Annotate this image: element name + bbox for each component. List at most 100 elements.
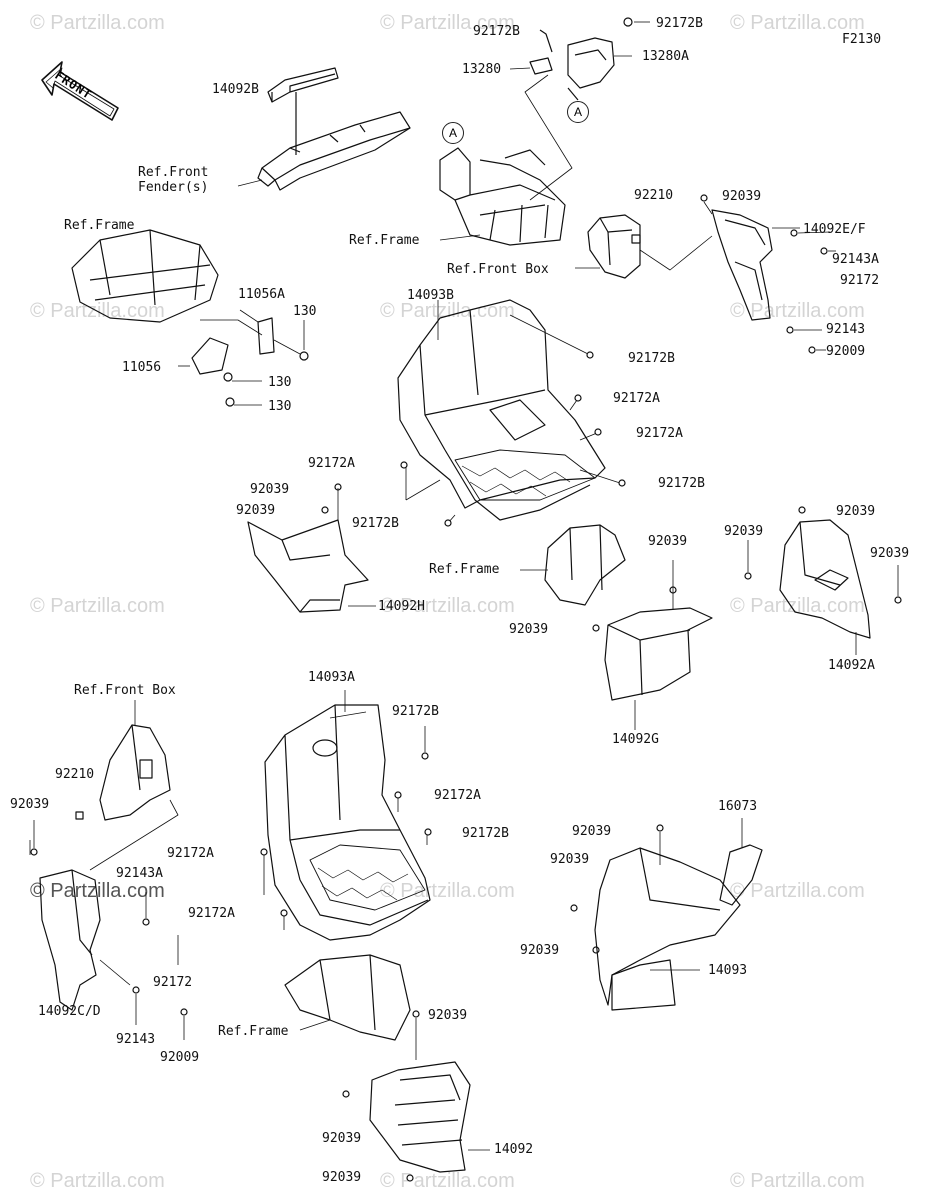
label-ref-frame: Ref.Frame — [429, 562, 500, 577]
watermark: © Partzilla.com — [730, 300, 865, 322]
watermark: © Partzilla.com — [380, 1170, 515, 1192]
label-92039: 92039 — [870, 546, 910, 561]
part-13280 — [509, 57, 553, 75]
label-92039: 92039 — [724, 524, 764, 539]
part-14092 — [369, 1018, 490, 1173]
label-92172: 92172 — [840, 273, 880, 288]
watermark: © Partzilla.com — [30, 595, 165, 617]
label-92039: 92039 — [250, 482, 290, 497]
label-13280A: 13280A — [642, 49, 689, 64]
label-14093: 14093 — [708, 963, 748, 978]
label-14092: 14092 — [494, 1142, 534, 1157]
ref-frame-bottom — [284, 954, 411, 1041]
part-14093 — [594, 832, 741, 1011]
label-14092EF: 14092E/F — [803, 222, 866, 237]
label-92172B: 92172B — [462, 826, 509, 841]
diagram-code: F2130 — [842, 32, 882, 47]
label-ref-front-fender: Ref.Front Fender(s) — [108, 165, 208, 195]
label-ref-frame: Ref.Frame — [349, 233, 420, 248]
label-92143: 92143 — [116, 1032, 156, 1047]
label-92172A: 92172A — [308, 456, 355, 471]
watermark: © Partzilla.com — [30, 12, 165, 34]
label-11056: 11056 — [122, 360, 162, 375]
label-92039: 92039 — [322, 1131, 362, 1146]
label-92172A: 92172A — [188, 906, 235, 921]
fasteners-low — [260, 752, 664, 1182]
label-92143A: 92143A — [116, 866, 163, 881]
watermark: © Partzilla.com — [730, 12, 865, 34]
part-14092B — [267, 67, 339, 155]
label-92039: 92039 — [520, 943, 560, 958]
label-14092A: 14092A — [828, 658, 875, 673]
label-92210: 92210 — [634, 188, 674, 203]
label-92172B: 92172B — [658, 476, 705, 491]
label-92039: 92039 — [572, 824, 612, 839]
label-92039: 92039 — [428, 1008, 468, 1023]
label-92172A: 92172A — [613, 391, 660, 406]
part-13280A — [539, 17, 650, 101]
label-92172: 92172 — [153, 975, 193, 990]
watermark: © Partzilla.com — [380, 880, 515, 902]
ref-front-box-low — [75, 700, 179, 871]
part-14092G — [592, 560, 713, 730]
label-92039: 92039 — [550, 852, 590, 867]
part-14092H — [247, 488, 376, 613]
label-92172A: 92172A — [434, 788, 481, 803]
label-11056A: 11056A — [238, 287, 285, 302]
label-92143A: 92143A — [832, 252, 879, 267]
label-ref-frame: Ref.Frame — [218, 1024, 289, 1039]
part-11056 — [178, 337, 262, 407]
label-92172B: 92172B — [392, 704, 439, 719]
label-130: 130 — [268, 375, 292, 390]
part-14092CD — [30, 820, 188, 1040]
label-130: 130 — [293, 304, 317, 319]
callout-a-frame: A — [442, 122, 464, 144]
part-14093A — [263, 690, 431, 941]
label-92172A: 92172A — [636, 426, 683, 441]
part-16073 — [719, 818, 763, 906]
label-ref-front-box: Ref.Front Box — [447, 262, 549, 277]
ref-frame-top — [439, 147, 566, 246]
label-92039: 92039 — [322, 1170, 362, 1185]
label-92039: 92039 — [236, 503, 276, 518]
label-16073: 16073 — [718, 799, 758, 814]
label-14093A: 14093A — [308, 670, 355, 685]
part-14092A — [744, 506, 902, 655]
part-14092EF — [700, 194, 836, 354]
label-92009: 92009 — [826, 344, 866, 359]
watermark: © Partzilla.com — [730, 595, 865, 617]
label-ref-front-fender-line1: Ref.Front — [138, 165, 209, 180]
watermark: © Partzilla.com — [30, 880, 165, 902]
label-92039: 92039 — [722, 189, 762, 204]
callout-a-top: A — [567, 101, 589, 123]
watermark: © Partzilla.com — [30, 1170, 165, 1192]
ref-frame-mid — [520, 524, 626, 606]
label-130: 130 — [268, 399, 292, 414]
label-92039: 92039 — [648, 534, 688, 549]
label-92143: 92143 — [826, 322, 866, 337]
label-14092B: 14092B — [212, 82, 259, 97]
label-92172A: 92172A — [167, 846, 214, 861]
label-14093B: 14093B — [407, 288, 454, 303]
ref-frame-left — [71, 229, 263, 336]
label-92210: 92210 — [55, 767, 95, 782]
label-92172B: 92172B — [628, 351, 675, 366]
watermark: © Partzilla.com — [380, 300, 515, 322]
label-14092G: 14092G — [612, 732, 659, 747]
watermark: © Partzilla.com — [380, 12, 515, 34]
watermark: © Partzilla.com — [380, 595, 515, 617]
label-14092H: 14092H — [378, 599, 425, 614]
ref-front-box-top — [575, 214, 713, 279]
label-92039: 92039 — [509, 622, 549, 637]
part-14093B — [397, 299, 621, 524]
label-ref-front-box: Ref.Front Box — [74, 683, 176, 698]
label-13280: 13280 — [462, 62, 502, 77]
label-92172B: 92172B — [473, 24, 520, 39]
label-92009: 92009 — [160, 1050, 200, 1065]
label-14092CD: 14092C/D — [38, 1004, 101, 1019]
front-arrow-icon — [41, 61, 119, 121]
label-ref-frame: Ref.Frame — [64, 218, 135, 233]
label-92039: 92039 — [836, 504, 876, 519]
